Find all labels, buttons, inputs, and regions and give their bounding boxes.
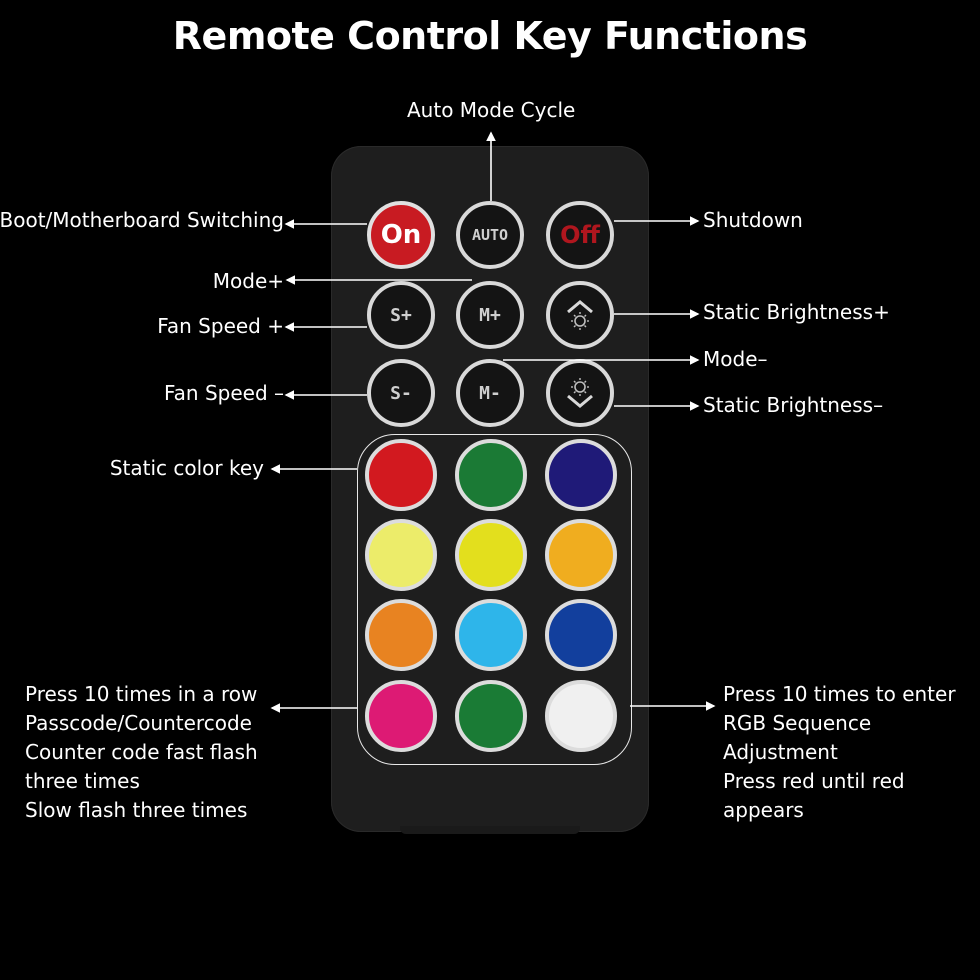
label-static-brightness-plus: Static Brightness+ — [703, 300, 890, 324]
label-static-color-key: Static color key — [109, 456, 264, 480]
color-key-button[interactable] — [545, 519, 617, 591]
right-note-line: Press 10 times to enter — [723, 682, 956, 706]
color-key-button[interactable] — [365, 599, 437, 671]
color-key-group-outline — [357, 434, 632, 765]
brightness-up-icon — [567, 300, 593, 330]
label-fan-speed-minus: Fan Speed – — [163, 381, 284, 405]
fan-speed-minus-label: S- — [390, 382, 412, 404]
left-note-line: three times — [25, 769, 140, 793]
mode-minus-button[interactable]: M- — [456, 359, 524, 427]
brightness-plus-button[interactable] — [546, 281, 614, 349]
color-key-button[interactable] — [455, 680, 527, 752]
color-key-button[interactable] — [365, 439, 437, 511]
left-note-line: Press 10 times in a row — [25, 682, 258, 706]
on-button-label: On — [380, 220, 422, 250]
right-note-line: Press red until red — [723, 769, 905, 793]
color-key-button[interactable] — [545, 680, 617, 752]
brightness-minus-button[interactable] — [546, 359, 614, 427]
label-shutdown: Shutdown — [703, 208, 803, 232]
mode-plus-button[interactable]: M+ — [456, 281, 524, 349]
color-key-button[interactable] — [455, 439, 527, 511]
off-button-label: Off — [560, 221, 600, 249]
left-note-line: Passcode/Countercode — [25, 711, 252, 735]
left-note: Press 10 times in a row Passcode/Counter… — [25, 680, 258, 825]
off-button[interactable]: Off — [546, 201, 614, 269]
label-static-brightness-minus: Static Brightness– — [703, 393, 884, 417]
right-note: Press 10 times to enter RGB Sequence Adj… — [723, 680, 956, 825]
label-boot-switching: Boot/Motherboard Switching — [0, 208, 284, 232]
auto-button-label: AUTO — [471, 226, 509, 244]
color-key-button[interactable] — [545, 599, 617, 671]
color-key-button[interactable] — [455, 599, 527, 671]
mode-minus-label: M- — [479, 382, 501, 404]
auto-button[interactable]: AUTO — [456, 201, 524, 269]
right-note-line: RGB Sequence — [723, 711, 872, 735]
on-button[interactable]: On — [367, 201, 435, 269]
color-key-button[interactable] — [365, 680, 437, 752]
label-fan-speed-plus: Fan Speed + — [157, 314, 284, 338]
fan-speed-minus-button[interactable]: S- — [367, 359, 435, 427]
left-note-line: Counter code fast flash — [25, 740, 258, 764]
label-mode-plus: Mode+ — [212, 269, 284, 293]
color-key-button[interactable] — [545, 439, 617, 511]
right-note-line: appears — [723, 798, 804, 822]
label-auto-mode-cycle: Auto Mode Cycle — [407, 98, 576, 122]
remote-base — [400, 826, 580, 834]
page-title: Remote Control Key Functions — [172, 14, 808, 58]
label-mode-minus: Mode– — [703, 347, 768, 371]
fan-speed-plus-button[interactable]: S+ — [367, 281, 435, 349]
color-key-button[interactable] — [365, 519, 437, 591]
mode-plus-label: M+ — [479, 304, 501, 326]
fan-speed-plus-label: S+ — [390, 304, 412, 326]
color-key-button[interactable] — [455, 519, 527, 591]
right-note-line: Adjustment — [723, 740, 838, 764]
left-note-line: Slow flash three times — [25, 798, 248, 822]
brightness-down-icon — [567, 378, 593, 408]
